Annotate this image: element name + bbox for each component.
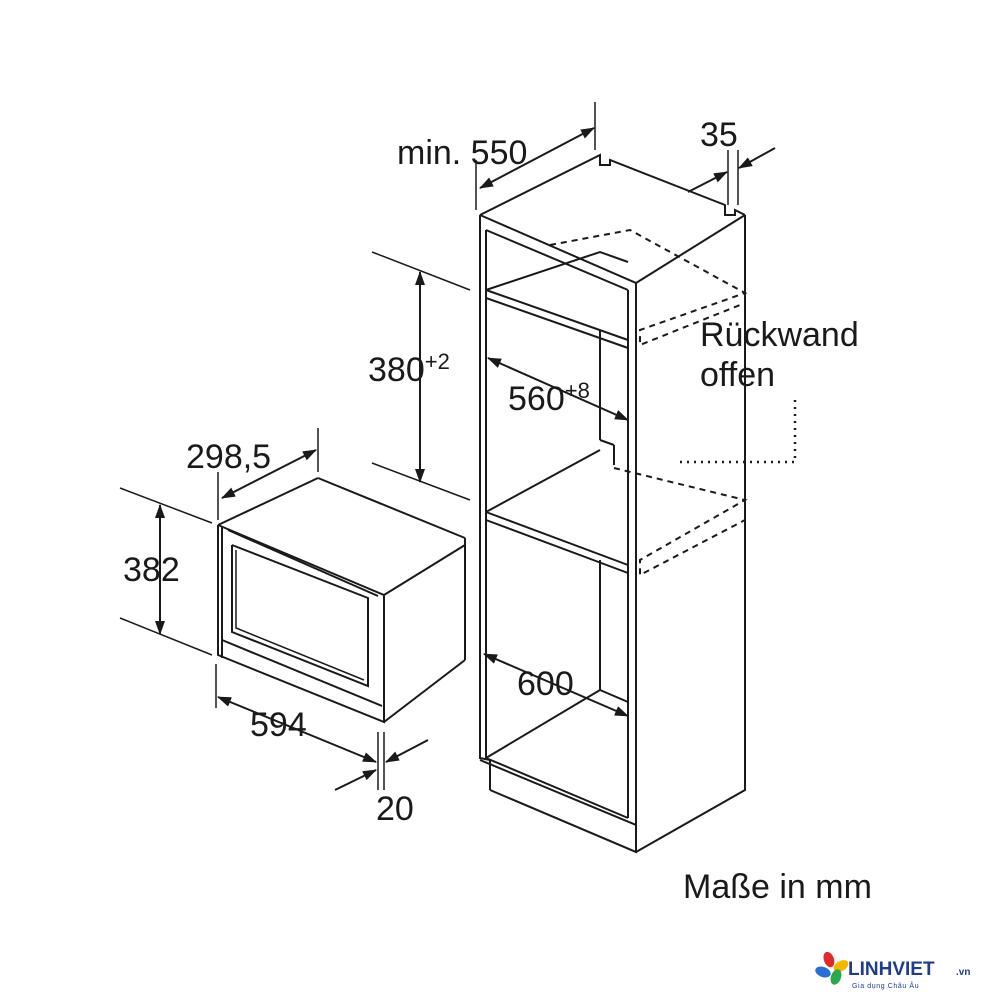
flower-icon xyxy=(815,951,849,985)
brand-logo: LINHVIET .vn Gia dụng Châu Âu xyxy=(815,951,970,990)
niche-width-label: 560+8 xyxy=(508,378,590,418)
appliance-height-label: 382 xyxy=(123,551,180,589)
built-in-appliance xyxy=(217,477,466,724)
back-wall-line1: Rückwand xyxy=(700,316,859,354)
logo-domain: .vn xyxy=(956,967,970,978)
logo-name: LINHVIET xyxy=(848,959,935,980)
tall-cabinet xyxy=(479,153,748,854)
cabinet-depth-label: min. 550 xyxy=(397,134,527,172)
back-wall-line2: offen xyxy=(700,356,775,394)
dimension-lines xyxy=(119,102,797,791)
appliance-width-label: 594 xyxy=(250,706,307,744)
dimension-labels: min. 550 35 380+2 560+8 600 Rückwand off… xyxy=(123,116,872,906)
niche-height-label: 380+2 xyxy=(368,349,450,389)
logo-tagline: Gia dụng Châu Âu xyxy=(852,981,919,990)
panel-thickness-label: 35 xyxy=(700,116,738,154)
cabinet-width-label: 600 xyxy=(517,665,574,703)
appliance-depth-label: 298,5 xyxy=(186,438,271,476)
units-note: Maße in mm xyxy=(683,868,872,906)
front-thickness-label: 20 xyxy=(376,790,414,828)
